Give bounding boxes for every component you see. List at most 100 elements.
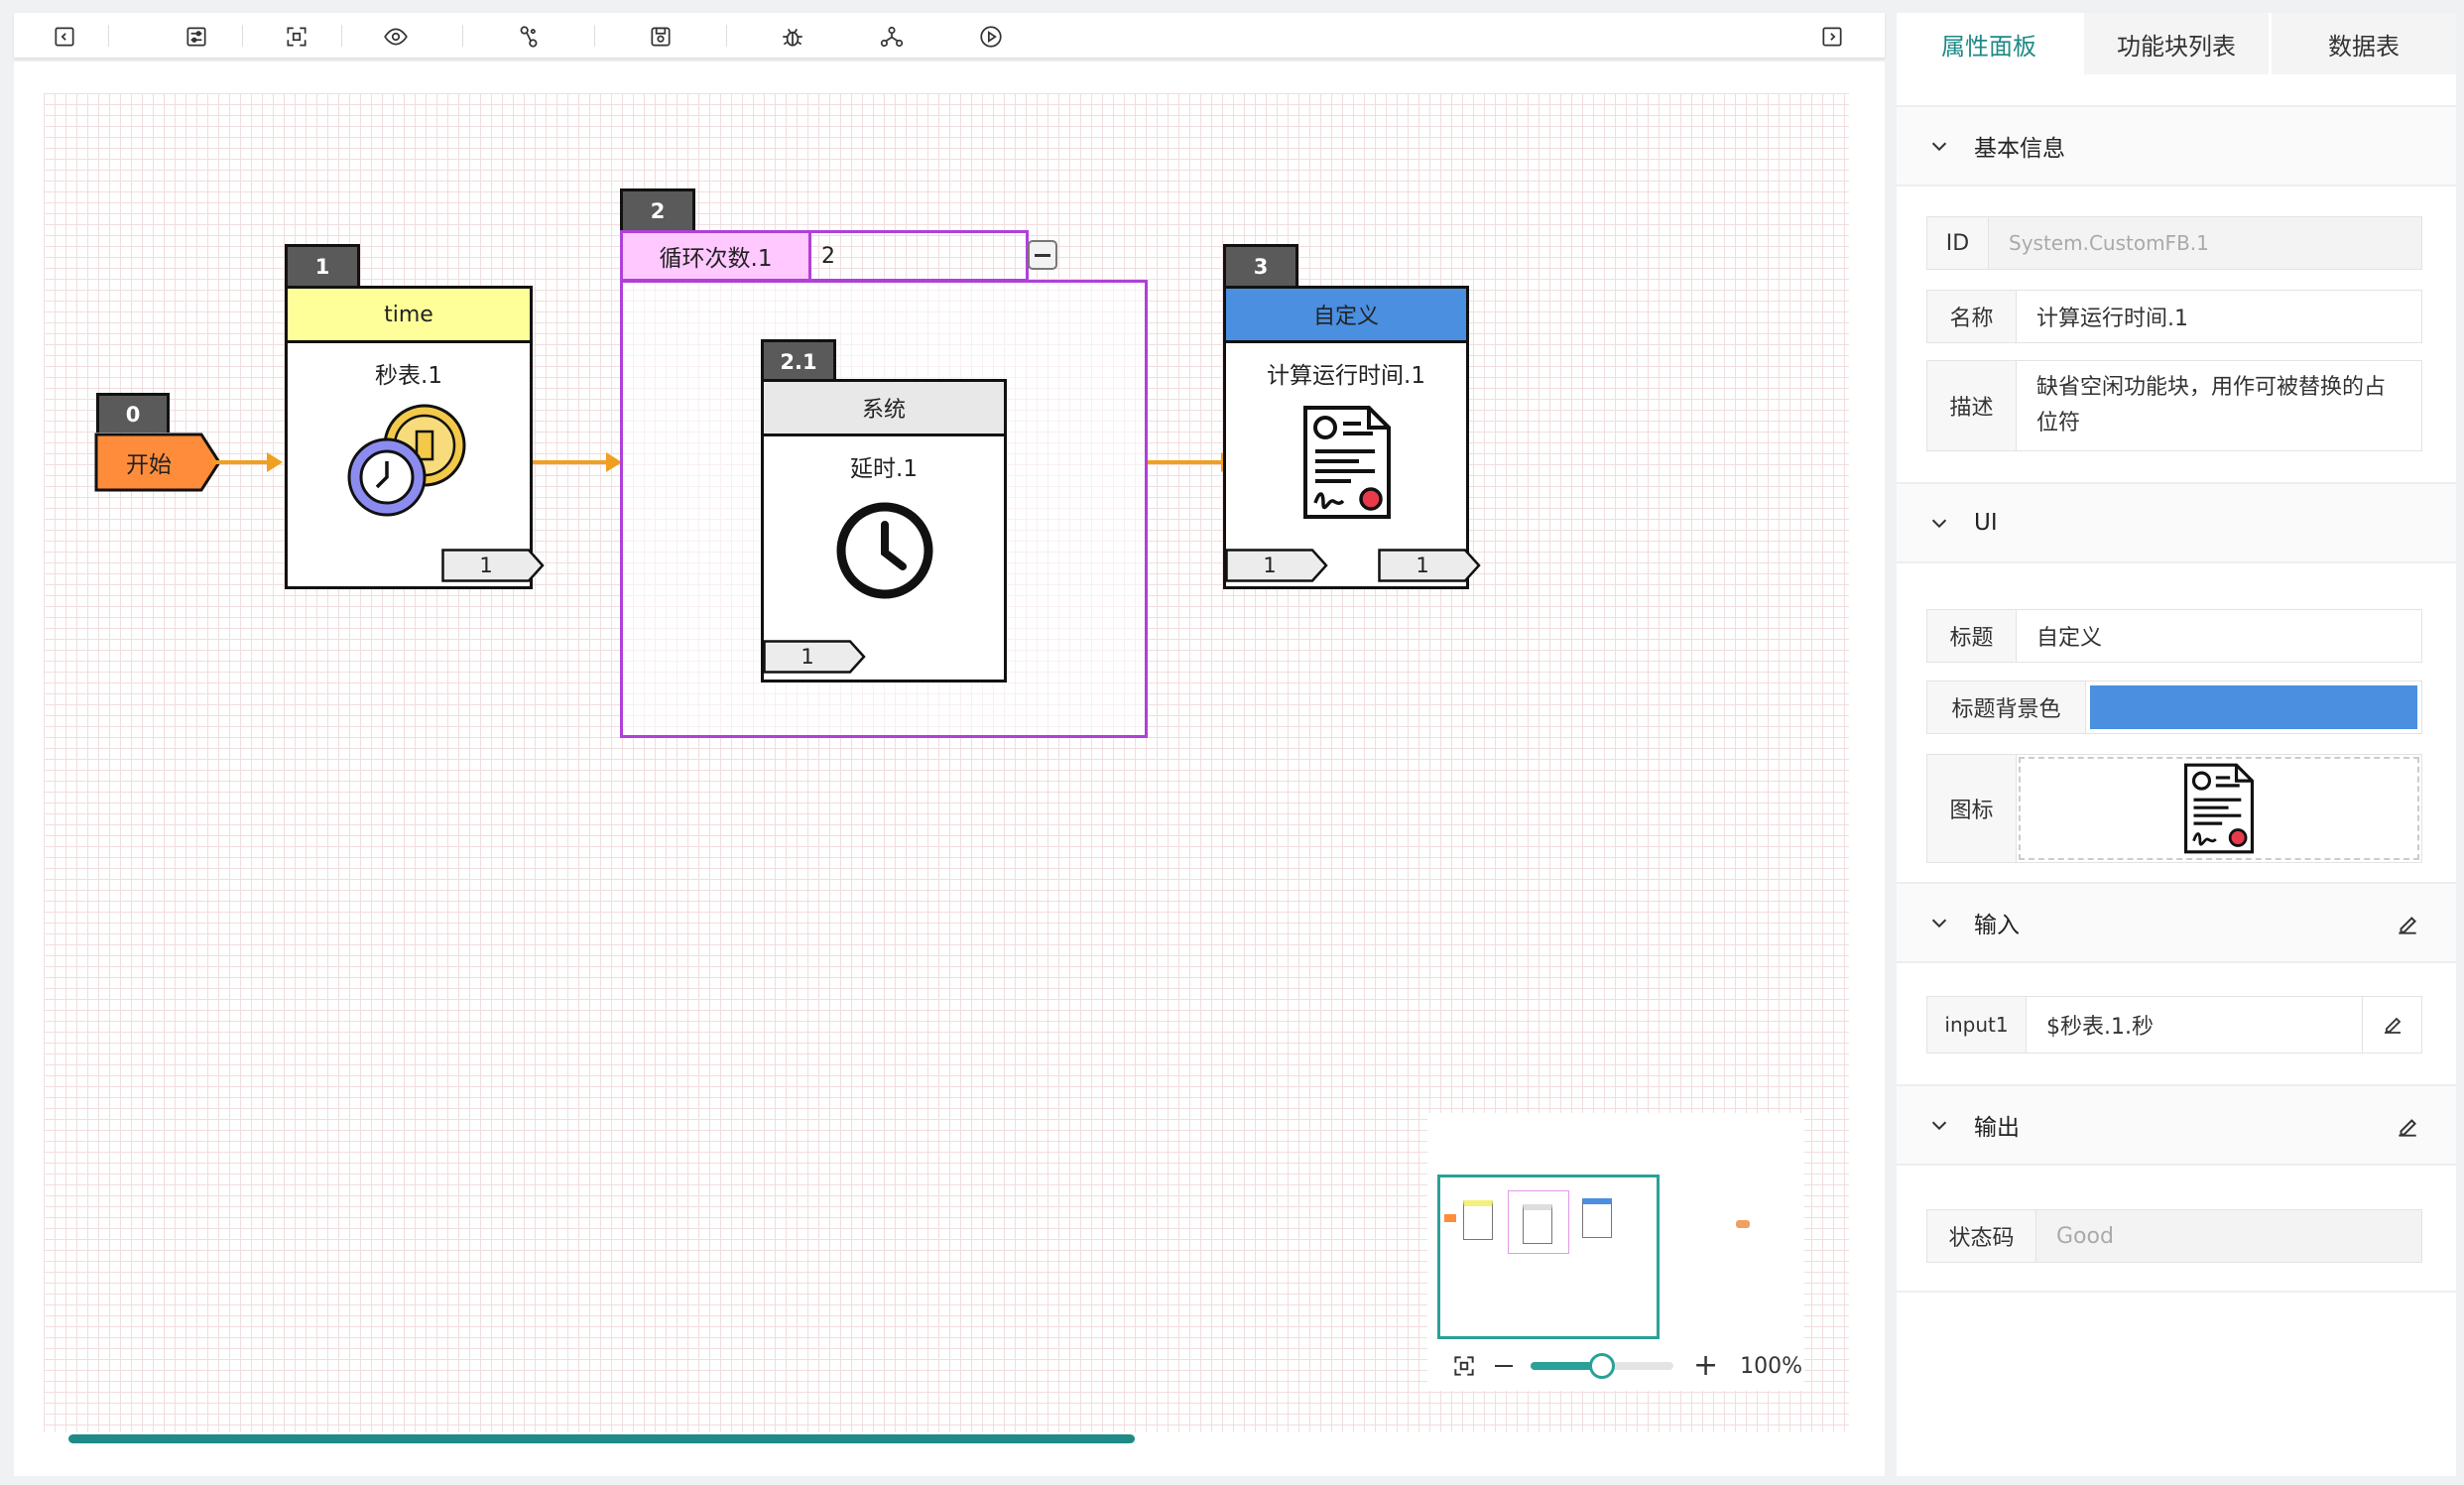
color-picker[interactable] <box>2086 681 2421 733</box>
connection-arrow <box>211 452 283 472</box>
chevron-down-icon <box>1931 1121 1947 1131</box>
field-label: 标题 <box>1927 610 2017 662</box>
name-row: 名称 计算运行时间.1 <box>1926 290 2422 343</box>
tab-function-blocks[interactable]: 功能块列表 <box>2084 13 2272 74</box>
system-output-port[interactable]: 1 <box>763 640 866 674</box>
input-binding-field[interactable]: $秒表.1.秒 <box>2046 1015 2154 1040</box>
system-title: 系统 <box>764 382 1004 436</box>
minimap-marker <box>1736 1220 1750 1228</box>
section-title: 输入 <box>1974 913 2020 938</box>
stopwatch-output-port[interactable]: 1 <box>441 549 545 582</box>
loop-param-row: 循环次数.1 2 <box>620 230 1029 282</box>
loop-count-label: 循环次数.1 <box>623 233 811 279</box>
section-output: 输出 状态码 Good <box>1897 1084 2456 1293</box>
zoom-out-icon[interactable] <box>1495 1365 1513 1367</box>
system-block[interactable]: 系统 延时.1 1 <box>761 379 1007 682</box>
settings-sliders-icon[interactable] <box>180 20 213 54</box>
tab-data-table[interactable]: 数据表 <box>2328 32 2400 61</box>
custom-title: 自定义 <box>1226 289 1466 343</box>
field-label: 名称 <box>1927 291 2017 342</box>
zoom-slider-fill <box>1531 1362 1602 1370</box>
flow-canvas[interactable]: 0 开始 1 time 秒表.1 1 2 循环次数.1 2 2. <box>14 62 1885 1476</box>
zoom-slider-thumb[interactable] <box>1589 1353 1615 1379</box>
zoom-in-icon[interactable]: + <box>1693 1348 1719 1383</box>
chevron-down-icon <box>1931 142 1947 152</box>
minimap-node <box>1508 1190 1569 1254</box>
custom-output-port[interactable]: 1 <box>1378 549 1481 582</box>
custom-input-port[interactable]: 1 <box>1225 549 1328 582</box>
section-header[interactable]: 输入 <box>1897 884 2456 963</box>
zoom-level: 100% <box>1740 1353 1803 1379</box>
tab-properties[interactable]: 属性面板 <box>1897 13 2084 74</box>
color-swatch <box>2090 685 2417 729</box>
input-row: input1 $秒表.1.秒 <box>1926 996 2422 1053</box>
node-id-custom: 3 <box>1223 244 1298 286</box>
field-label: 状态码 <box>1927 1210 2036 1262</box>
icon-row: 图标 <box>1926 754 2422 863</box>
horizontal-scrollbar[interactable] <box>68 1434 1135 1443</box>
clock-icon <box>836 502 933 599</box>
section-header[interactable]: 基本信息 <box>1897 107 2456 186</box>
section-input: 输入 input1 $秒表.1.秒 <box>1897 882 2456 1080</box>
field-label: 标题背景色 <box>1927 681 2086 733</box>
section-header[interactable]: UI <box>1897 484 2456 563</box>
section-basic-info: 基本信息 ID System.CustomFB.1 名称 计算运行时间.1 描述… <box>1897 105 2456 482</box>
stopwatch-port-label: 1 <box>479 554 493 577</box>
edit-pencil-icon[interactable] <box>2395 1114 2420 1140</box>
toolbar-separator <box>341 25 342 47</box>
status-code-field: Good <box>2036 1210 2421 1262</box>
system-port-label: 1 <box>801 645 814 669</box>
section-title: 基本信息 <box>1974 136 2065 162</box>
certificate-icon <box>1303 406 1391 519</box>
start-node[interactable]: 开始 <box>94 433 223 492</box>
eye-icon[interactable] <box>379 20 413 54</box>
minus-icon <box>1035 253 1050 257</box>
custom-input-port-label: 1 <box>1263 554 1277 577</box>
input-edit-button[interactable] <box>2362 997 2421 1052</box>
zoom-slider[interactable] <box>1531 1353 1673 1379</box>
edit-pencil-icon[interactable] <box>2395 912 2420 937</box>
minimap[interactable] <box>1427 1113 1804 1391</box>
connection-arrow <box>533 452 622 472</box>
toolbar <box>14 13 1885 59</box>
caption-field[interactable]: 自定义 <box>2036 626 2103 651</box>
fit-screen-icon[interactable] <box>1451 1353 1477 1379</box>
loop-count-input[interactable]: 2 <box>821 243 835 269</box>
description-field[interactable]: 缺省空闲功能块，用作可被替换的占位符 <box>2036 375 2387 435</box>
section-title: UI <box>1974 510 1998 536</box>
id-field: System.CustomFB.1 <box>1989 217 2421 269</box>
toolbar-separator <box>594 25 595 47</box>
panel-tabs: 属性面板 功能块列表 数据表 <box>1897 13 2456 74</box>
edit-pencil-icon <box>2384 1017 2401 1034</box>
link-nodes-icon[interactable] <box>512 20 546 54</box>
network-icon[interactable] <box>875 20 909 54</box>
toolbar-separator <box>726 25 727 47</box>
node-id-system: 2.1 <box>761 339 836 381</box>
custom-block[interactable]: 自定义 计算运行时间.1 1 1 <box>1223 286 1481 589</box>
field-label: ID <box>1927 217 1989 269</box>
loop-collapse-button[interactable] <box>1028 240 1057 270</box>
name-field[interactable]: 计算运行时间.1 <box>2036 307 2188 331</box>
collapse-right-icon[interactable] <box>1815 20 1849 54</box>
debug-bug-icon[interactable] <box>776 20 809 54</box>
node-id-stopwatch: 1 <box>285 244 360 286</box>
section-header[interactable]: 输出 <box>1897 1086 2456 1166</box>
chevron-down-icon <box>1931 919 1947 928</box>
zoom-controls: + 100% <box>1427 1341 1804 1391</box>
stopwatch-title: time <box>288 289 530 343</box>
certificate-icon <box>2183 763 2255 854</box>
stopwatch-coin-icon <box>347 404 466 517</box>
field-label: input1 <box>1927 997 2027 1052</box>
fit-view-icon[interactable] <box>280 20 313 54</box>
stopwatch-block[interactable]: time 秒表.1 1 <box>285 286 545 589</box>
node-id-start: 0 <box>96 393 170 433</box>
minimap-viewport[interactable] <box>1437 1175 1660 1339</box>
caption-row: 标题 自定义 <box>1926 609 2422 663</box>
system-subtitle: 延时.1 <box>850 456 918 482</box>
save-icon[interactable] <box>644 20 678 54</box>
run-play-icon[interactable] <box>974 20 1008 54</box>
title-bg-row: 标题背景色 <box>1926 681 2422 734</box>
icon-picker[interactable] <box>2019 757 2419 860</box>
minimap-node <box>1463 1200 1493 1240</box>
collapse-left-icon[interactable] <box>48 20 81 54</box>
